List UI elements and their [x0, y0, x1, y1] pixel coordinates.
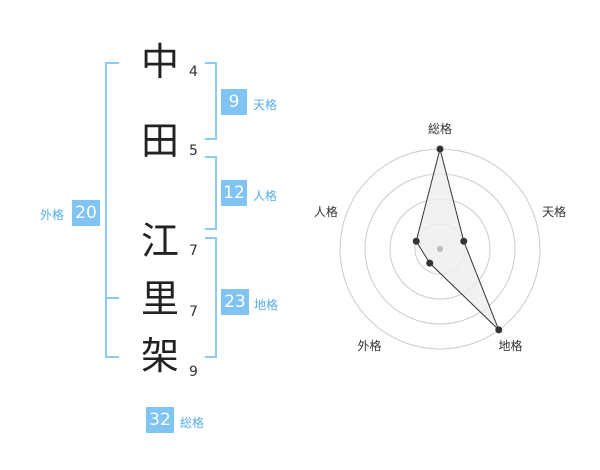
stroke-count-1: 4: [189, 64, 198, 80]
tenkaku-bracket: [205, 62, 217, 140]
stroke-count-4: 7: [189, 304, 198, 320]
jinkaku-value-box: 12: [221, 180, 247, 206]
radar-series-area: [415, 148, 500, 331]
gaikaku-bracket-tick: [105, 297, 119, 299]
name-char-4: 里: [140, 277, 179, 321]
radar-axis-label-5: 人格: [314, 204, 338, 219]
radar-point-1: [436, 145, 444, 153]
gaikaku-label: 外格: [40, 208, 65, 222]
radar-center-dot: [437, 246, 443, 252]
radar-axis-label-3: 地格: [499, 338, 523, 353]
radar-point-2: [460, 237, 468, 245]
name-char-5: 架: [140, 334, 179, 378]
name-char-1: 中: [140, 40, 179, 84]
tenkaku-label: 天格: [253, 98, 278, 112]
stroke-count-5: 9: [189, 364, 198, 380]
stroke-count-3: 7: [189, 243, 198, 259]
radar-point-4: [426, 259, 434, 267]
radar-point-5: [412, 237, 420, 245]
name-char-2: 田: [140, 119, 179, 163]
soukaku-label: 総格: [180, 416, 205, 430]
jinkaku-label: 人格: [253, 189, 278, 203]
soukaku-value-box: 32: [146, 407, 174, 433]
chikaku-value-box: 23: [221, 289, 249, 315]
jinkaku-bracket: [205, 156, 217, 230]
radar-axis-label-1: 総格: [428, 121, 452, 136]
name-char-3: 江: [140, 219, 179, 263]
tenkaku-value-box: 9: [221, 89, 247, 115]
gaikaku-bracket: [105, 62, 119, 358]
stroke-count-2: 5: [189, 143, 198, 159]
chikaku-bracket: [205, 237, 217, 358]
radar-axis-label-2: 天格: [542, 204, 566, 219]
chikaku-label: 地格: [254, 298, 279, 312]
radar-point-3: [495, 326, 503, 334]
gaikaku-value-box: 20: [72, 200, 100, 226]
radar-axis-label-4: 外格: [357, 338, 381, 353]
